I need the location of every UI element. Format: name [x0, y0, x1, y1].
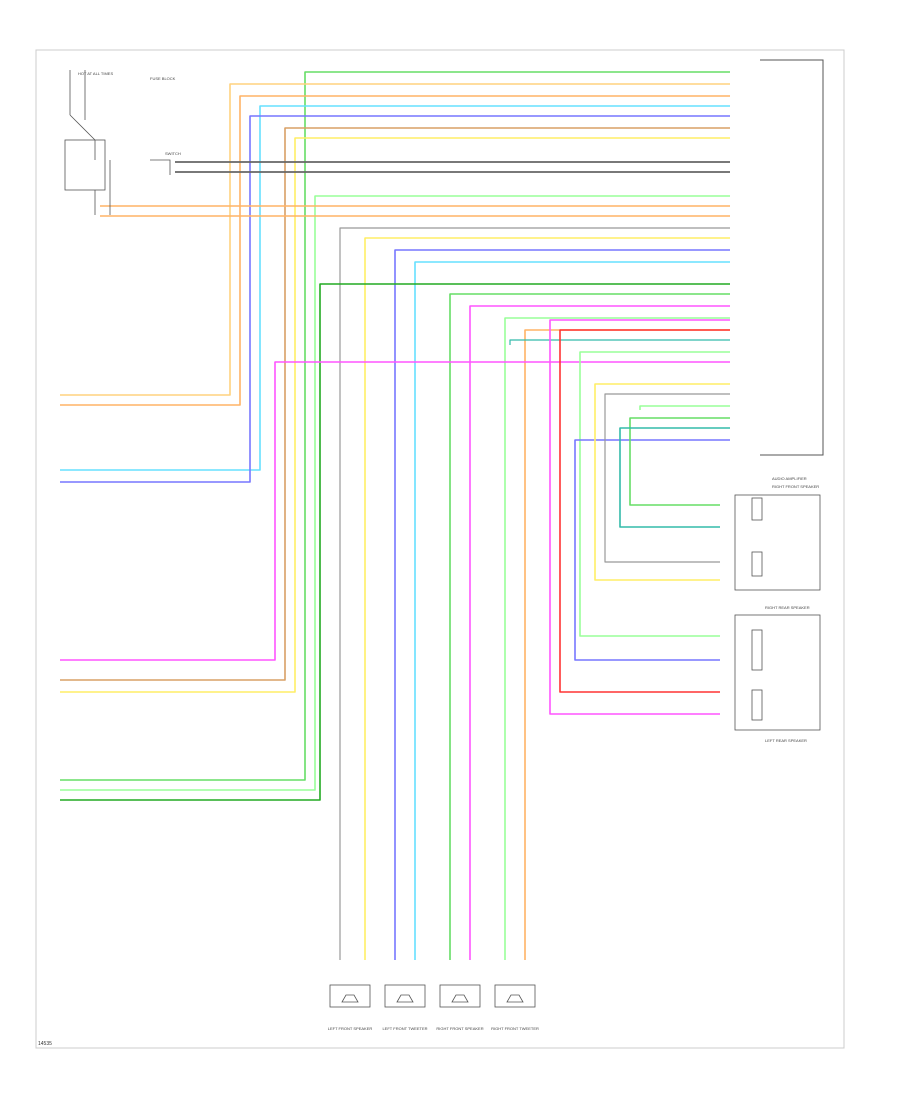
top-left-note: HOT AT ALL TIMES: [78, 71, 113, 76]
wire-green-top: [60, 71, 730, 781]
switch-note: SWITCH: [165, 151, 181, 156]
right-rear-speaker-module: [734, 614, 821, 731]
bottom-speaker-1: LEFT FRONT SPEAKER: [328, 984, 373, 1031]
wire-green-5: [579, 351, 730, 637]
wire-yellow-3: [594, 383, 730, 581]
left-rear-group-label: LEFT REAR SPEAKER: [765, 738, 807, 743]
wire-orange-1: [60, 95, 730, 406]
wire-magenta-2: [60, 361, 730, 661]
wire-green-2: [60, 195, 730, 791]
bottom-speakers: LEFT FRONT SPEAKER LEFT FRONT TWEETER RIGH…: [328, 984, 539, 1031]
wire-blue-2: [394, 249, 730, 960]
wires: [60, 71, 730, 960]
wire-green-3: [449, 293, 730, 960]
right-front-group-label: RIGHT FRONT SPEAKER: [772, 484, 819, 489]
wire-magenta-3: [549, 319, 730, 715]
speaker-label: LEFT FRONT SPEAKER: [328, 1026, 373, 1031]
speaker-box: [494, 984, 536, 1008]
speaker-box: [439, 984, 481, 1008]
speaker-label: RIGHT FRONT SPEAKER: [436, 1026, 483, 1031]
speaker-icon: [506, 994, 524, 1003]
wire-green-6: [629, 417, 730, 506]
speaker-icon: [341, 994, 359, 1003]
right-rear-group-label: RIGHT REAR SPEAKER: [765, 605, 810, 610]
fuse-block-note: FUSE BLOCK: [150, 76, 176, 81]
diagram-stamp: 14535: [38, 1041, 52, 1047]
wire-blue-3: [574, 439, 730, 661]
speaker-box: [384, 984, 426, 1008]
wire-red-1: [559, 329, 730, 693]
speaker-icon: [451, 994, 469, 1003]
wire-gray-c: [339, 227, 730, 960]
speaker-icon: [396, 994, 414, 1003]
bottom-speaker-4: RIGHT FRONT TWEETER: [491, 984, 539, 1031]
wire-teal-1: [509, 339, 730, 345]
wire-teal-2: [619, 427, 730, 528]
wire-cyan-2: [414, 261, 730, 960]
wire-gray-d: [604, 393, 730, 563]
wire-green-4: [504, 317, 730, 960]
wire-dark-green: [60, 283, 730, 801]
wire-yellow-1: [60, 137, 730, 693]
bottom-speaker-3: RIGHT FRONT SPEAKER: [436, 984, 484, 1031]
wire-magenta-1: [469, 305, 730, 960]
wire-blue-1: [60, 115, 730, 483]
speaker-label: RIGHT FRONT TWEETER: [491, 1026, 539, 1031]
amplifier-connector-bracket: [760, 59, 824, 456]
speaker-box: [329, 984, 371, 1008]
wire-green-7: [639, 405, 730, 410]
fuse-relay-block: [64, 70, 171, 215]
wire-brown-1: [60, 127, 730, 681]
diagram-frame: [35, 49, 845, 1049]
wire-yellow-2: [364, 237, 730, 960]
wire-cyan-1: [60, 105, 730, 471]
bottom-speaker-2: LEFT FRONT TWEETER: [382, 984, 428, 1031]
speaker-label: LEFT FRONT TWEETER: [382, 1026, 427, 1031]
right-top-module-label: AUDIO AMPLIFIER: [772, 476, 807, 481]
right-front-speaker-module: [734, 494, 821, 591]
wire-tan-1: [60, 83, 730, 396]
wire-orange-4: [524, 329, 730, 960]
